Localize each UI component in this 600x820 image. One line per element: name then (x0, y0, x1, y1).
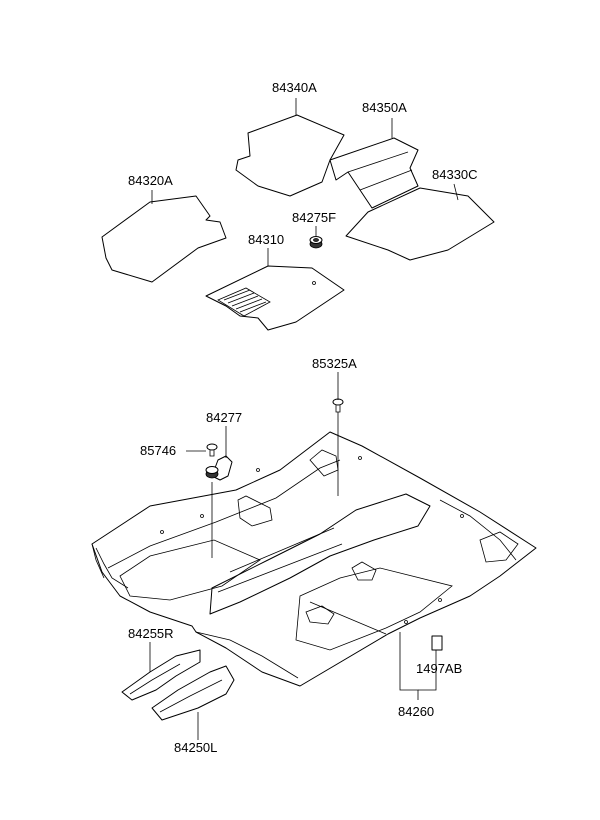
label-84277: 84277 (206, 410, 242, 425)
mat-84330c (345, 187, 495, 261)
label-84260: 84260 (398, 704, 434, 719)
mat-84340a (235, 114, 345, 197)
mat-84320a (101, 195, 227, 283)
label-84250l: 84250L (174, 740, 217, 755)
label-84320a: 84320A (128, 173, 173, 188)
mat-84310 (205, 265, 345, 331)
label-84255r: 84255R (128, 626, 174, 641)
mat-84350a (329, 137, 419, 209)
trim-84255r (121, 649, 201, 701)
grommet-84275f (309, 236, 323, 249)
label-84350a: 84350A (362, 100, 407, 115)
label-84310: 84310 (248, 232, 284, 247)
label-1497ab: 1497AB (416, 661, 462, 676)
label-84340a: 84340A (272, 80, 317, 95)
callout-labels: 84340A 84350A 84320A 84330C 84275F 84310… (128, 80, 478, 755)
label-85325a: 85325A (312, 356, 357, 371)
carpet-84260 (91, 431, 537, 687)
label-tag-1497ab (431, 635, 443, 651)
clip-85325a (332, 398, 344, 413)
label-85746: 85746 (140, 443, 176, 458)
bracket-84277 (205, 455, 233, 481)
clip-85746 (206, 443, 218, 457)
trim-84250l (151, 665, 235, 721)
label-84330c: 84330C (432, 167, 478, 182)
leader-lines (149, 98, 459, 740)
label-84275f: 84275F (292, 210, 336, 225)
